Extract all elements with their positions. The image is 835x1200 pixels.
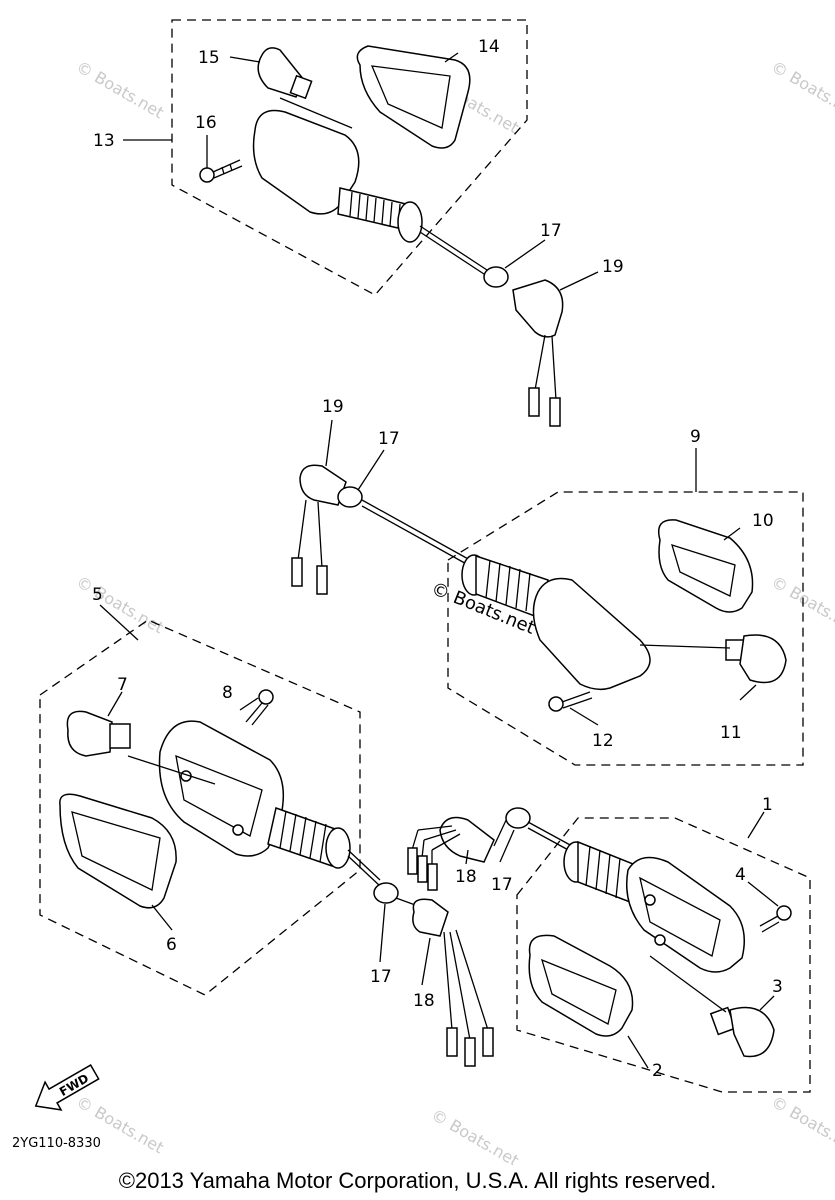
watermark: © Boats.net — [768, 1092, 835, 1157]
watermark: © Boats.net — [768, 57, 835, 122]
parts-diagram: © Boats.net © Boats.net © Boats.net © Bo… — [12, 19, 835, 1165]
part-label-7: 7 — [117, 675, 128, 695]
part-label-6: 6 — [166, 935, 177, 955]
part-label-19: 19 — [322, 397, 344, 417]
part-label-12: 12 — [592, 731, 614, 751]
part-label-14: 14 — [478, 37, 500, 57]
watermark: © Boats.net — [428, 1105, 522, 1165]
watermark: © Boats.net — [73, 572, 167, 637]
bulb-7 — [66, 710, 131, 757]
group-outline-9 — [447, 491, 804, 766]
grommet-17-b — [337, 486, 363, 508]
screw-4 — [759, 905, 792, 933]
turn-signal-assembly-1 — [407, 807, 811, 1093]
lens-10 — [658, 519, 754, 613]
diagram-code: 2YG110-8330 — [12, 1136, 101, 1151]
part-label-3: 3 — [772, 977, 783, 997]
lens-6 — [59, 793, 177, 909]
part-label-1: 1 — [762, 795, 773, 815]
part-label-2: 2 — [652, 1061, 663, 1081]
part-label-17: 17 — [378, 429, 400, 449]
part-label-4: 4 — [735, 865, 746, 885]
grommet-17-d — [505, 807, 531, 829]
connector-cap-18-b — [407, 816, 495, 891]
part-label-11: 11 — [720, 723, 742, 743]
part-label-5: 5 — [92, 585, 103, 605]
part-label-13: 13 — [93, 131, 115, 151]
housing-9 — [461, 554, 651, 691]
bulb-11 — [725, 634, 787, 684]
part-label-18: 18 — [413, 991, 435, 1011]
screw-16 — [199, 159, 243, 183]
part-labels: 13 14 15 16 17 19 19 17 9 10 11 12 5 7 8… — [92, 37, 783, 1081]
group-outline-5 — [39, 619, 361, 996]
part-label-9: 9 — [690, 427, 701, 447]
screw-12 — [548, 691, 593, 712]
turn-signal-assembly-5 — [39, 604, 494, 1067]
turn-signal-assembly-9 — [291, 419, 804, 766]
connector-cap-18 — [412, 898, 494, 1067]
turn-signal-assembly-13 — [123, 19, 599, 427]
part-label-18: 18 — [455, 867, 477, 887]
grommet-17 — [483, 266, 509, 288]
connector-cap-19 — [512, 279, 564, 427]
part-label-10: 10 — [752, 511, 774, 531]
grommet-17-c — [373, 882, 399, 904]
part-label-19: 19 — [602, 257, 624, 277]
lens-14 — [356, 45, 471, 149]
housing-13 — [252, 109, 488, 277]
group-outline-13 — [171, 19, 528, 296]
bulb-15 — [257, 47, 313, 100]
watermark: © Boats.net — [73, 57, 167, 122]
connector-cap-19-b — [291, 464, 347, 595]
watermark: © Boats.net — [768, 572, 835, 637]
lens-2 — [528, 934, 634, 1037]
bulb-3 — [709, 1006, 775, 1058]
part-label-17: 17 — [370, 967, 392, 987]
part-label-17: 17 — [491, 875, 513, 895]
part-label-16: 16 — [195, 113, 217, 133]
part-label-8: 8 — [222, 683, 233, 703]
part-label-15: 15 — [198, 48, 220, 68]
housing-5 — [158, 720, 381, 887]
screw-8 — [245, 689, 274, 726]
part-label-17: 17 — [540, 221, 562, 241]
copyright-notice: ©2013 Yamaha Motor Corporation, U.S.A. A… — [118, 1168, 717, 1193]
housing-1 — [563, 840, 745, 973]
